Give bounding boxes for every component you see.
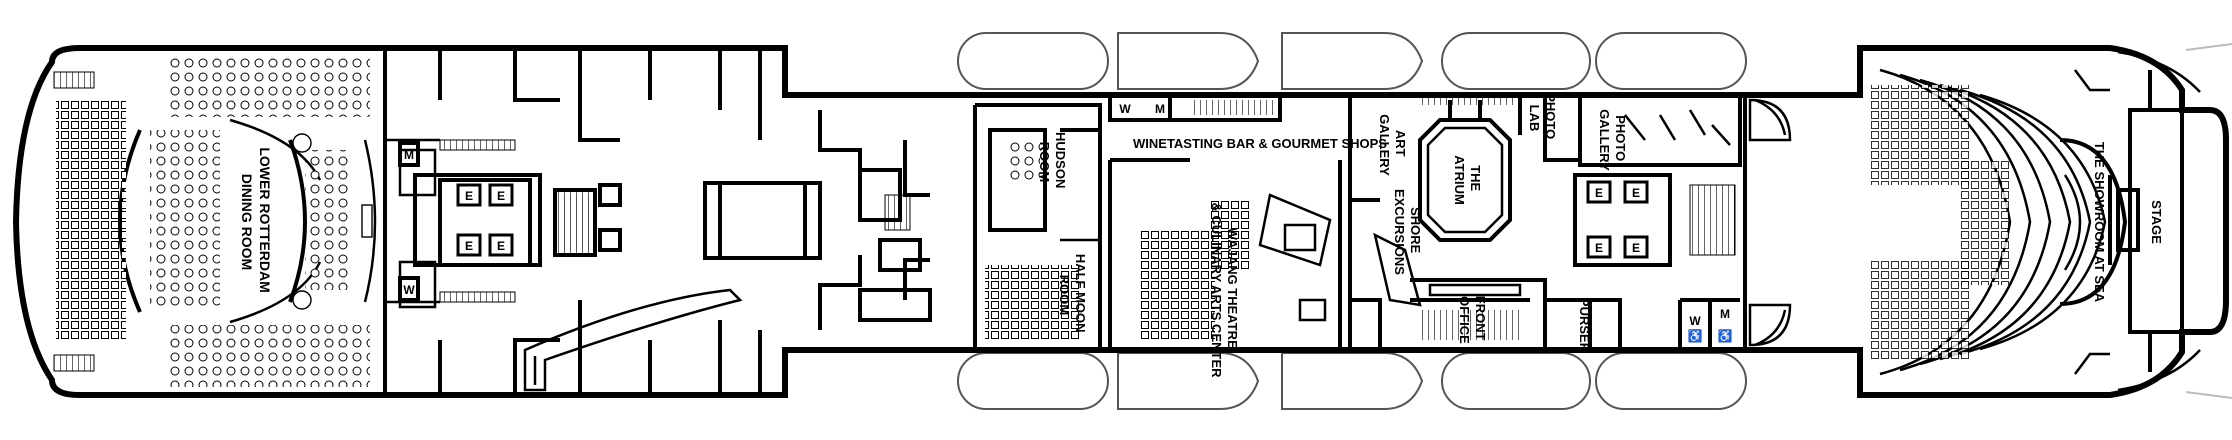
aft-restrooms-top: M xyxy=(398,141,420,167)
photo-lab[interactable] xyxy=(1518,95,1580,162)
purser-label: PURSER xyxy=(1577,298,1592,353)
the-showroom-at-sea[interactable] xyxy=(1743,68,2184,376)
aft-restrooms-bottom: W xyxy=(398,276,420,302)
winetasting-label: WINETASTING BAR & GOURMET SHOPS xyxy=(1133,136,1387,151)
showroom-label: THE SHOWROOM AT SEA xyxy=(2092,142,2107,303)
photo-gallery[interactable] xyxy=(1578,95,1742,167)
svg-text:E: E xyxy=(1632,186,1640,200)
svg-text:E: E xyxy=(497,189,505,203)
svg-text:M: M xyxy=(1720,307,1730,321)
shore-excursions-label: SHORE EXCURSIONS xyxy=(1392,189,1423,275)
front-office[interactable] xyxy=(1410,278,1547,350)
svg-text:W: W xyxy=(403,283,415,297)
forward-restrooms: W M ♿ ♿ xyxy=(1678,298,1740,350)
svg-text:E: E xyxy=(465,189,473,203)
hull-outline xyxy=(12,43,2232,399)
photo-gallery-label: PHOTO GALLERY xyxy=(1597,109,1628,171)
svg-text:♿: ♿ xyxy=(1718,329,1733,343)
atrium-label: THE ATRIUM xyxy=(1452,155,1483,205)
svg-text:W: W xyxy=(1119,102,1131,116)
half-moon-room-label: HALF MOON ROOM xyxy=(1057,254,1088,336)
lower-rotterdam-dining-room[interactable] xyxy=(56,55,377,387)
lower-rotterdam-label: LOWER ROTTERDAM DINING ROOM xyxy=(239,147,273,296)
wajang-theatre[interactable] xyxy=(1108,158,1342,350)
stage-label: STAGE xyxy=(2149,200,2164,244)
front-office-label: FRONT OFFICE xyxy=(1457,296,1488,344)
svg-text:M: M xyxy=(404,148,414,162)
winetasting-bar-gourmet-shops[interactable]: W M xyxy=(1108,95,1282,122)
art-gallery-label: ART GALLERY xyxy=(1377,114,1408,176)
svg-text:W: W xyxy=(1689,314,1701,328)
svg-text:M: M xyxy=(1155,102,1165,116)
svg-text:E: E xyxy=(1595,186,1603,200)
lifeboats-bottom xyxy=(957,352,1747,410)
aft-elevator-bank: E E E E xyxy=(438,178,596,267)
wajang-theatre-label: WAJANG THEATRE & CULINARY ARTS CENTER xyxy=(1209,202,1240,378)
svg-text:E: E xyxy=(1632,241,1640,255)
galley-area xyxy=(383,48,822,395)
hudson-half-moon-rooms[interactable] xyxy=(973,103,1102,350)
art-gallery-shore-excursions[interactable] xyxy=(1348,95,1422,350)
lifeboats-top xyxy=(957,32,1747,90)
photo-lab-label: PHOTO LAB xyxy=(1527,93,1558,143)
forward-elevator-bank: E E E E xyxy=(1573,173,1736,267)
midship-corridor xyxy=(703,110,932,330)
svg-text:E: E xyxy=(497,239,505,253)
svg-text:E: E xyxy=(1595,241,1603,255)
purser-desk[interactable] xyxy=(1545,298,1622,350)
svg-text:E: E xyxy=(465,239,473,253)
the-atrium[interactable] xyxy=(1418,95,1520,242)
svg-text:♿: ♿ xyxy=(1688,329,1703,343)
hudson-room-label: HUDSON ROOM xyxy=(1037,132,1068,192)
